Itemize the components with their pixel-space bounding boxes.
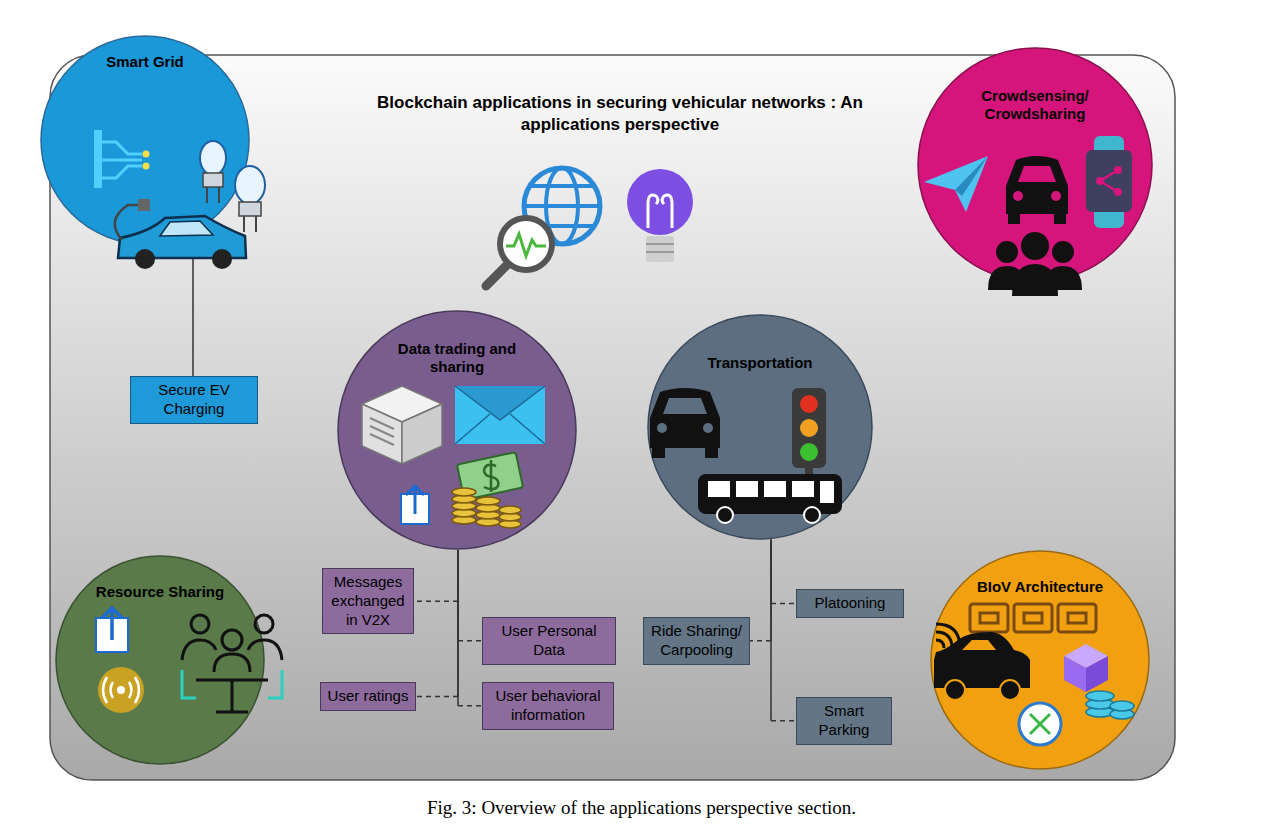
- tree-connector: [458, 550, 482, 641]
- traffic-light-icon: [792, 388, 826, 478]
- topic-box: User behavioral information: [482, 682, 614, 730]
- car-front-icon: [1006, 156, 1068, 224]
- tree-connector: [771, 539, 796, 603]
- circle-heading: Crowdsensing/ Crowdsharing: [960, 87, 1110, 123]
- box-label: Messages exchanged in V2X: [328, 573, 408, 629]
- figure-caption: Fig. 3: Overview of the applications per…: [0, 797, 1283, 819]
- box-label: Ride Sharing/ Carpooling: [649, 622, 744, 660]
- topic-box: User Personal Data: [482, 617, 616, 665]
- paper-plane-icon: [924, 156, 988, 212]
- circle-heading: Data trading and sharing: [392, 340, 522, 376]
- tree-connector: [416, 550, 458, 696]
- topic-box: Ride Sharing/ Carpooling: [643, 617, 750, 665]
- box-label: User Personal Data: [488, 622, 610, 660]
- circle-heading: Transportation: [685, 354, 835, 372]
- people-icon: [988, 232, 1082, 296]
- tree-connector: [750, 539, 771, 640]
- idea-bulb-icon: [627, 169, 693, 262]
- topic-box: Platooning: [796, 589, 904, 618]
- ev-car-icon: [115, 199, 246, 269]
- box-label: Smart Parking: [802, 702, 886, 740]
- connected-car-icon: [934, 624, 1030, 700]
- diagram-title: Blockchain applications in securing vehi…: [355, 92, 885, 136]
- topic-box: Secure EV Charging: [130, 376, 258, 424]
- clock-icon: [1019, 703, 1061, 745]
- share-device-icon: [1086, 136, 1132, 228]
- upload-icon: [401, 486, 429, 524]
- topic-box: Smart Parking: [796, 697, 892, 745]
- box-label: User ratings: [326, 687, 410, 706]
- tree-connector: [771, 539, 796, 720]
- package-icon: [362, 386, 442, 464]
- globe-magnifier-icon: [486, 168, 600, 286]
- upload-icon: [96, 608, 128, 652]
- coins-icon: [452, 488, 521, 528]
- circle-heading: BIoV Architecture: [955, 578, 1125, 596]
- tree-connector: [458, 550, 482, 706]
- category-circle: Smart Grid: [40, 35, 250, 245]
- grid-icon: [94, 130, 142, 188]
- topic-box: Messages exchanged in V2X: [322, 568, 414, 634]
- bus-icon: [698, 474, 842, 523]
- circle-heading: Resource Sharing: [80, 583, 240, 601]
- meeting-icon: [182, 615, 282, 712]
- circle-heading: Smart Grid: [80, 53, 210, 71]
- coins-icon: [1086, 691, 1134, 719]
- topic-box: User ratings: [320, 682, 416, 711]
- category-circle: Resource Sharing: [55, 555, 265, 765]
- tree-connector: [414, 550, 458, 601]
- box-label: Secure EV Charging: [136, 381, 252, 419]
- envelope-icon: [455, 386, 545, 444]
- chain-icon: [970, 604, 1096, 632]
- car-icon: [650, 388, 720, 458]
- wireless-icon: [98, 667, 144, 713]
- box-label: Platooning: [802, 594, 898, 613]
- cube-icon: [1064, 644, 1108, 692]
- box-label: User behavioral information: [488, 687, 608, 725]
